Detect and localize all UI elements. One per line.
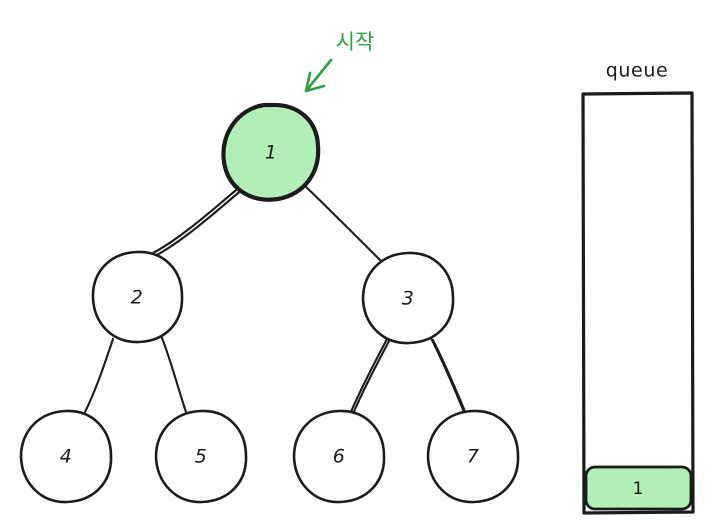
edge-3-6 bbox=[349, 337, 389, 414]
tree-node-6[interactable]: 6 bbox=[292, 409, 386, 504]
queue-container bbox=[581, 91, 695, 515]
node-group: 1 2 3 4 5 bbox=[19, 102, 520, 504]
start-arrow-icon bbox=[304, 58, 333, 93]
start-label: 시작 bbox=[336, 30, 375, 54]
edge-1-2-b bbox=[149, 187, 245, 260]
start-annotation: 시작 bbox=[304, 30, 375, 93]
queue-panel: queue 1 bbox=[581, 60, 695, 515]
node-4-label: 4 bbox=[60, 446, 73, 468]
start-arrow-shaft bbox=[304, 58, 333, 93]
node-2-shape bbox=[91, 250, 184, 344]
edge-1-2 bbox=[145, 184, 243, 258]
node-7-label: 7 bbox=[467, 446, 480, 468]
node-4-shape bbox=[19, 409, 113, 504]
node-7-shape bbox=[426, 409, 520, 504]
queue-cell-0[interactable]: 1 bbox=[584, 465, 693, 511]
node-3-shape bbox=[361, 251, 455, 345]
node-1-shape bbox=[221, 102, 321, 202]
queue-cell-0-shape bbox=[584, 465, 693, 511]
tree-node-3[interactable]: 3 bbox=[361, 251, 455, 345]
node-5-label: 5 bbox=[195, 446, 208, 468]
start-arrow-head bbox=[304, 71, 326, 93]
tree-node-4[interactable]: 4 bbox=[19, 409, 113, 504]
edge-3-7-b bbox=[431, 338, 468, 416]
node-6-shape bbox=[292, 409, 386, 504]
node-5-shape bbox=[154, 409, 248, 504]
node-6-label: 6 bbox=[333, 446, 346, 468]
tree-node-1[interactable]: 1 bbox=[221, 102, 321, 202]
node-3-label: 3 bbox=[402, 288, 415, 310]
tree-node-5[interactable]: 5 bbox=[154, 409, 248, 504]
edge-1-3 bbox=[301, 182, 383, 263]
edge-3-6-b bbox=[351, 339, 391, 416]
edge-2-5 bbox=[160, 336, 188, 414]
edge-2-4 bbox=[83, 337, 115, 414]
node-2-label: 2 bbox=[131, 287, 144, 309]
tree-node-2[interactable]: 2 bbox=[91, 250, 184, 344]
node-1-label: 1 bbox=[265, 142, 278, 164]
edge-3-7 bbox=[429, 336, 466, 414]
tree-node-7[interactable]: 7 bbox=[426, 409, 520, 504]
queue-title: queue bbox=[606, 60, 669, 82]
queue-cell-0-label: 1 bbox=[633, 479, 644, 499]
